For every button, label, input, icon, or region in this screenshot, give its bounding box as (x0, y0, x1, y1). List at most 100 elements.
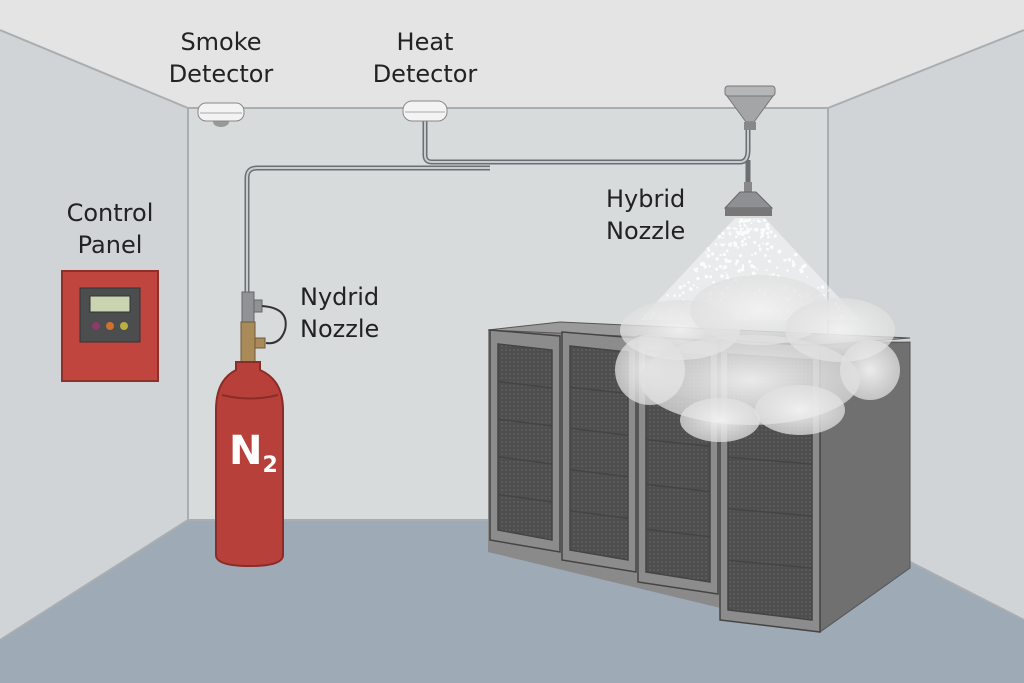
mist-droplet (710, 252, 715, 256)
hybrid-nozzle-icon (723, 85, 776, 216)
mist-droplet (741, 268, 745, 272)
rack-shelf-line (497, 456, 553, 465)
mist-droplet (726, 226, 730, 230)
n2-label: N2 (229, 428, 278, 478)
mist-droplet (692, 284, 696, 287)
mist-droplet (820, 285, 825, 289)
mist-droplet (748, 218, 751, 222)
mist-droplet (775, 266, 779, 269)
mist-droplet (758, 244, 761, 247)
rack-shelf-line (727, 559, 813, 569)
mist-droplet (758, 247, 762, 251)
mist-droplet (753, 241, 757, 245)
smoke-detector-icon (197, 102, 245, 127)
mist-droplet (742, 228, 744, 230)
label-line: Hybrid (606, 185, 686, 213)
mist-droplet (745, 219, 749, 223)
mist-droplet (718, 264, 723, 269)
mist-droplet (752, 265, 756, 269)
mist-droplet (694, 269, 698, 273)
mist-droplet (714, 243, 717, 246)
mist-droplet (739, 227, 743, 231)
mist-droplet (817, 286, 820, 289)
mist-droplet (735, 259, 740, 264)
mist-droplet (687, 281, 690, 284)
mist-droplet (759, 250, 762, 252)
mist-droplet (763, 253, 767, 257)
n2-subscript: 2 (262, 453, 278, 478)
mist-droplet (678, 294, 681, 297)
mist-droplet (725, 271, 727, 274)
rack-shelf-line (645, 483, 711, 493)
mist-droplet (754, 227, 759, 232)
mist-droplet (722, 252, 727, 257)
mist-droplet (729, 227, 732, 230)
rack-shelf-line (727, 508, 813, 517)
mist-droplet (753, 252, 757, 256)
mist-droplet (739, 254, 743, 258)
mist-droplet (767, 229, 770, 232)
mist-droplet (706, 247, 710, 250)
rack-shelf-line (727, 456, 813, 465)
mist-droplet (739, 218, 744, 223)
mist-droplet (786, 269, 789, 272)
mist-droplet (741, 263, 745, 267)
mist-droplet (715, 257, 719, 261)
mist-droplets (642, 218, 844, 322)
mist-droplet (768, 226, 771, 230)
mist-droplet (737, 269, 741, 273)
mist-droplet (741, 241, 743, 244)
mist-droplet (791, 260, 795, 264)
mist-droplet (738, 221, 742, 224)
n2-cylinder-icon (215, 291, 287, 568)
mist-droplet (735, 230, 739, 234)
mist-droplet (773, 234, 777, 238)
mist-droplet (783, 259, 786, 262)
rack-shelf-line (497, 380, 553, 389)
rack-door (497, 343, 553, 541)
mist-droplet (706, 254, 711, 258)
mist-droplet (728, 233, 731, 236)
mist-droplet (756, 268, 759, 270)
mist-droplet (748, 228, 751, 231)
mist-droplet (703, 265, 708, 269)
mist-droplet (769, 245, 774, 249)
mist-droplet (748, 235, 751, 239)
control-panel-label: Control Panel (50, 197, 170, 261)
mist-droplet (772, 272, 775, 276)
mist-droplet (806, 276, 809, 278)
mist-droplet (736, 232, 741, 236)
mist-droplet (760, 230, 765, 235)
mist-droplet (721, 243, 725, 247)
mist-droplet (752, 219, 755, 222)
mist-droplet (725, 249, 729, 253)
mist-droplet (759, 236, 763, 239)
n2-symbol: N (229, 428, 263, 474)
smoke-detector-label: Smoke Detector (160, 26, 282, 90)
mist-droplet (681, 291, 685, 295)
label-line: Nozzle (606, 217, 686, 245)
mist-droplet (743, 223, 747, 227)
mist-droplet (734, 235, 738, 239)
mist-droplet (746, 227, 749, 231)
mist-droplet (696, 276, 700, 281)
mist-droplet (741, 265, 745, 269)
mist-droplet (733, 227, 736, 230)
label-line: Nozzle (300, 315, 380, 343)
mist-droplet (766, 247, 769, 251)
mist-droplet (673, 294, 676, 297)
mist-droplet (666, 294, 669, 297)
mist-droplet (768, 259, 772, 263)
mist-droplet (750, 221, 753, 225)
rack-shelf-line (569, 510, 629, 520)
mist-droplet (766, 235, 770, 239)
rack-shelf-line (569, 386, 629, 395)
label-line: Nydrid (300, 283, 380, 311)
hybrid-nozzle-label: Hybrid Nozzle (606, 183, 706, 247)
mist-droplet (738, 230, 742, 234)
mist-droplet (724, 258, 728, 262)
mist-droplet (738, 224, 742, 228)
mist-droplet (683, 284, 686, 288)
mist-droplet (748, 259, 752, 264)
